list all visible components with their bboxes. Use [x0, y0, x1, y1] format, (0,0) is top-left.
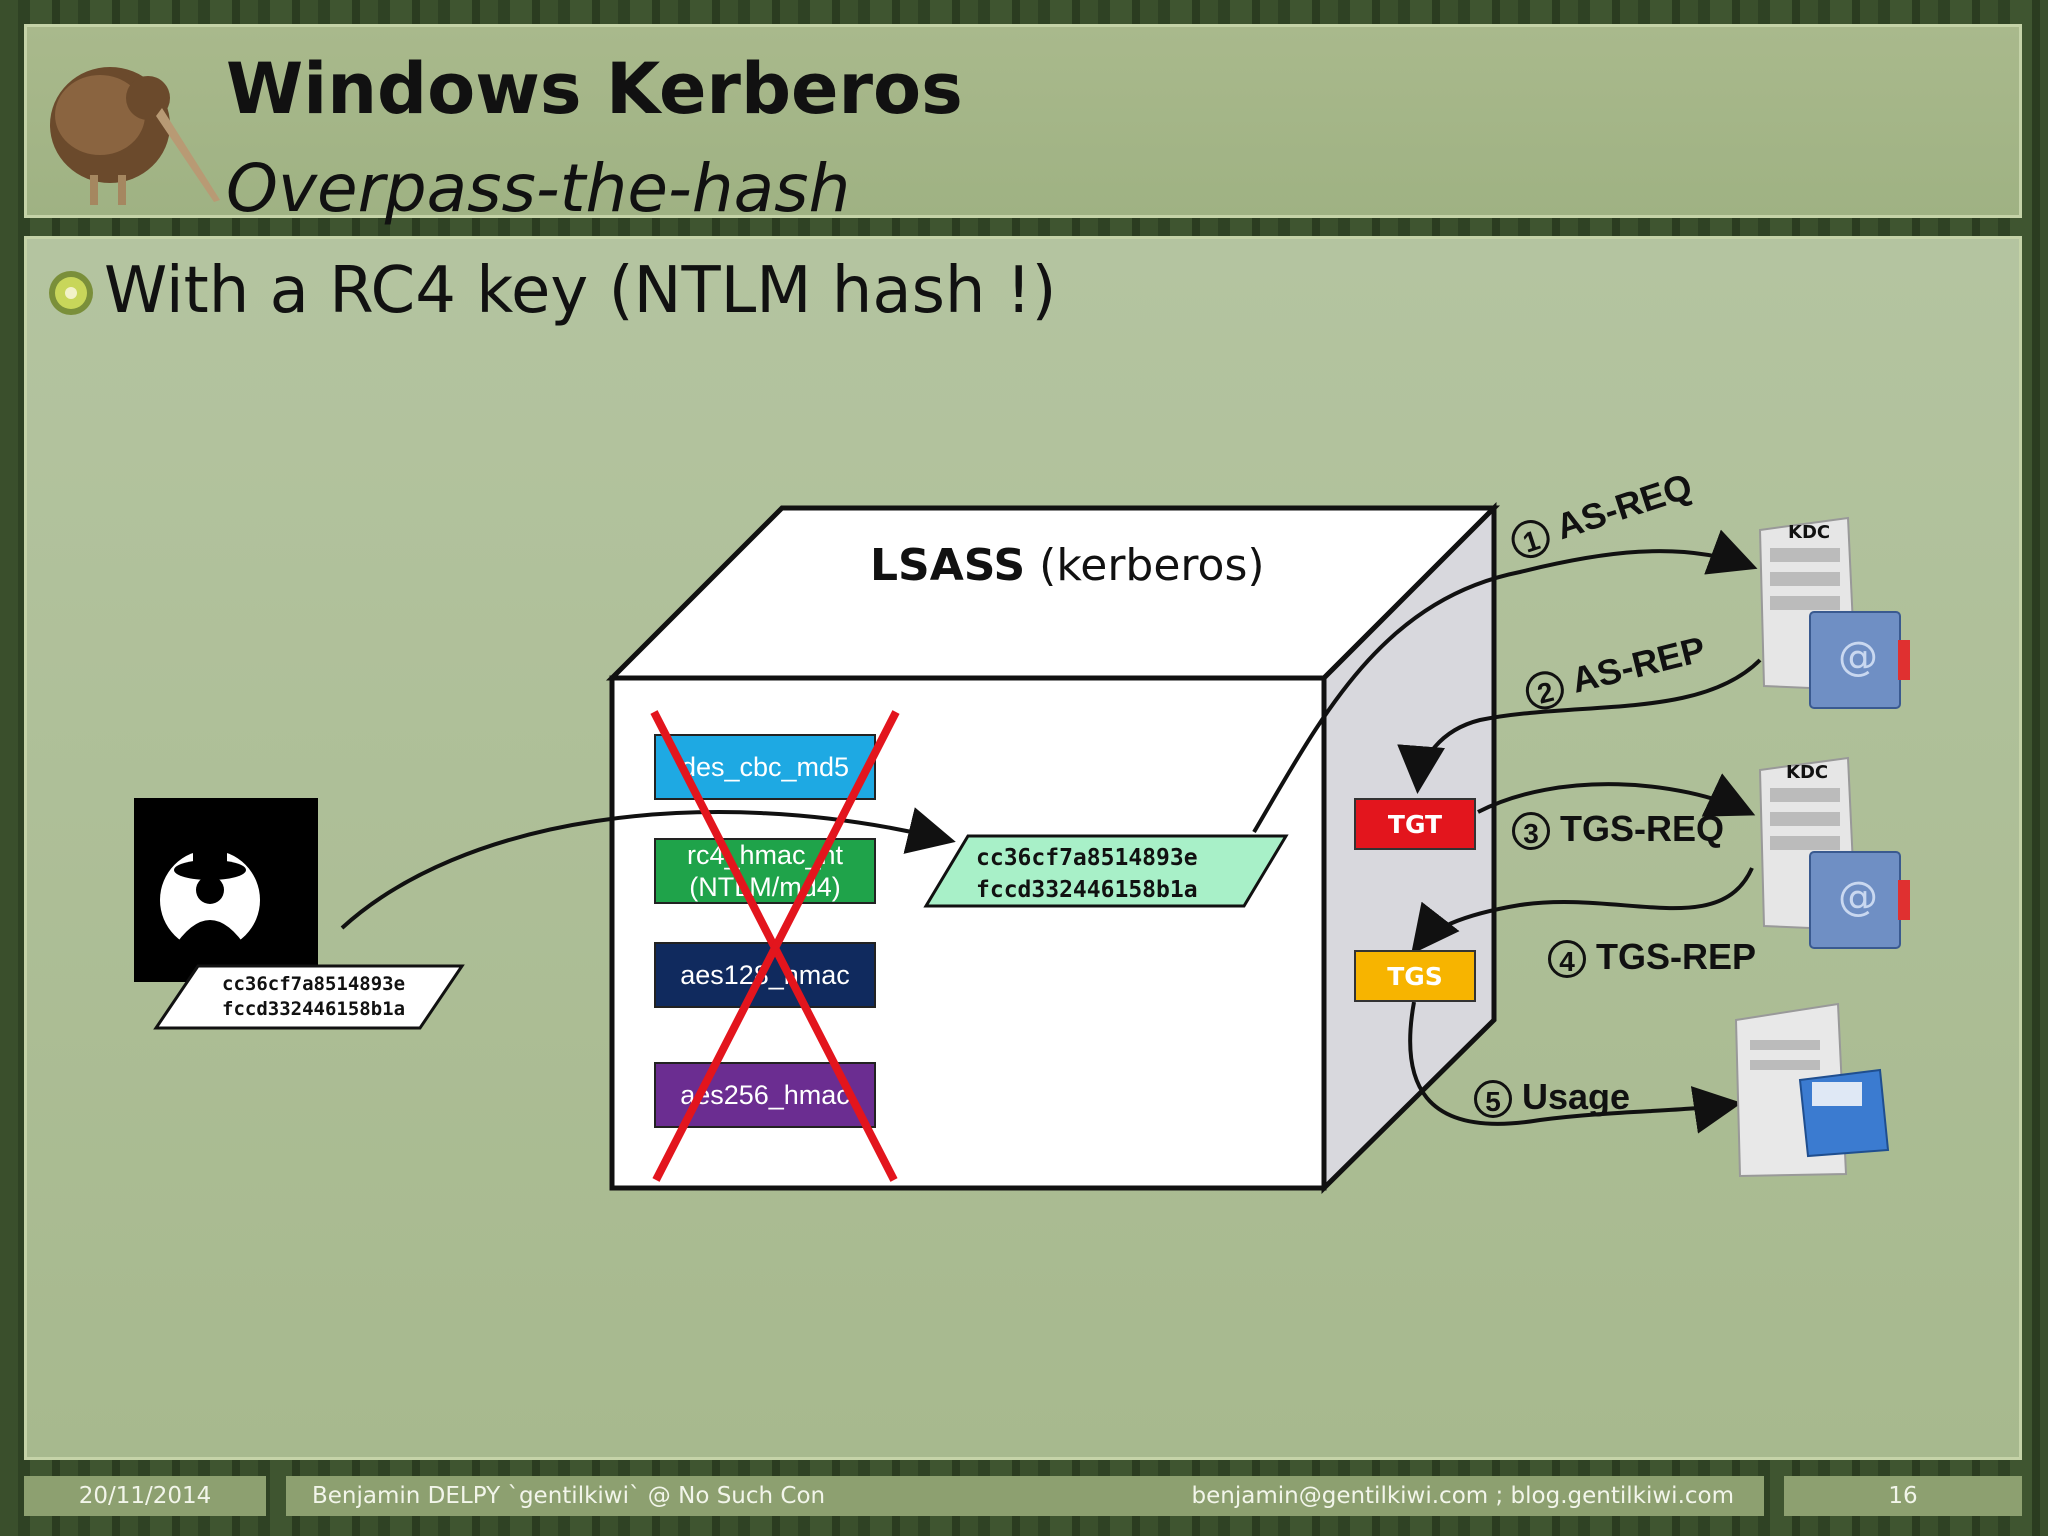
hash-line-1: cc36cf7a8514893e	[976, 845, 1198, 871]
attacker-hash-shape	[153, 964, 465, 1030]
step-number: 4	[1548, 940, 1586, 979]
kiwi-bird-icon	[50, 67, 220, 205]
lsass-label-bold: LSASS	[870, 540, 1026, 591]
kdc-server-icon: @	[1758, 756, 1910, 949]
footer-bar: Benjamin DELPY `gentilkiwi` @ No Such Co…	[286, 1476, 1764, 1516]
lsass-label: LSASS (kerberos)	[870, 540, 1265, 591]
hash-line-2: fccd332446158b1a	[976, 877, 1198, 903]
hash-line-1: cc36cf7a8514893e	[222, 973, 406, 995]
footer-date: 20/11/2014	[24, 1476, 266, 1516]
slide-subtitle: Overpass-the-hash	[226, 150, 851, 227]
kdc-label: KDC	[1786, 762, 1829, 783]
attacker-hash-text: cc36cf7a8514893e fccd332446158b1a	[222, 972, 405, 1022]
lsass-label-rest: (kerberos)	[1025, 540, 1265, 591]
step-number: 5	[1474, 1080, 1512, 1119]
tgt-ticket: TGT	[1354, 798, 1476, 850]
file-server-icon	[1734, 1002, 1890, 1178]
kiwi-fruit-bullet-icon	[49, 271, 93, 315]
step-label: Usage	[1522, 1076, 1631, 1117]
tgs-ticket: TGS	[1354, 950, 1476, 1002]
footer-contact: benjamin@gentilkiwi.com ; blog.gentilkiw…	[1191, 1483, 1734, 1509]
usage-arrow	[1408, 1001, 1742, 1134]
title-bar	[24, 24, 2022, 218]
kdc-server-icon: @	[1758, 516, 1910, 709]
hash-line-2: fccd332446158b1a	[222, 998, 406, 1020]
injected-hash-text: cc36cf7a8514893e fccd332446158b1a	[976, 842, 1198, 906]
tgs-req-arrow	[1477, 773, 1756, 817]
bullet-text: With a RC4 key (NTLM hash !)	[104, 254, 1057, 328]
step-tgs-req: 3 TGS-REQ	[1512, 808, 1725, 851]
svg-text:@: @	[1838, 634, 1878, 680]
step-usage: 5 Usage	[1474, 1076, 1631, 1119]
step-label: TGS-REP	[1596, 936, 1757, 977]
key-rc4-hmac-nt: rc4_hmac_nt (NTLM/md4)	[654, 838, 876, 904]
slide-title: Windows Kerberos	[226, 48, 963, 130]
step-tgs-rep: 4 TGS-REP	[1548, 936, 1757, 979]
as-req-arrow	[1252, 529, 1758, 834]
svg-text:@: @	[1838, 874, 1878, 920]
tgs-rep-arrow	[1411, 867, 1754, 955]
hacker-silhouette-icon	[160, 846, 260, 950]
step-number: 3	[1512, 812, 1550, 851]
injected-hash-shape	[923, 834, 1289, 908]
step-label: TGS-REQ	[1560, 808, 1725, 849]
kdc-label: KDC	[1788, 522, 1831, 543]
footer-page-number: 16	[1784, 1476, 2022, 1516]
footer-author: Benjamin DELPY `gentilkiwi` @ No Such Co…	[312, 1483, 826, 1509]
as-rep-arrow	[1397, 658, 1762, 794]
